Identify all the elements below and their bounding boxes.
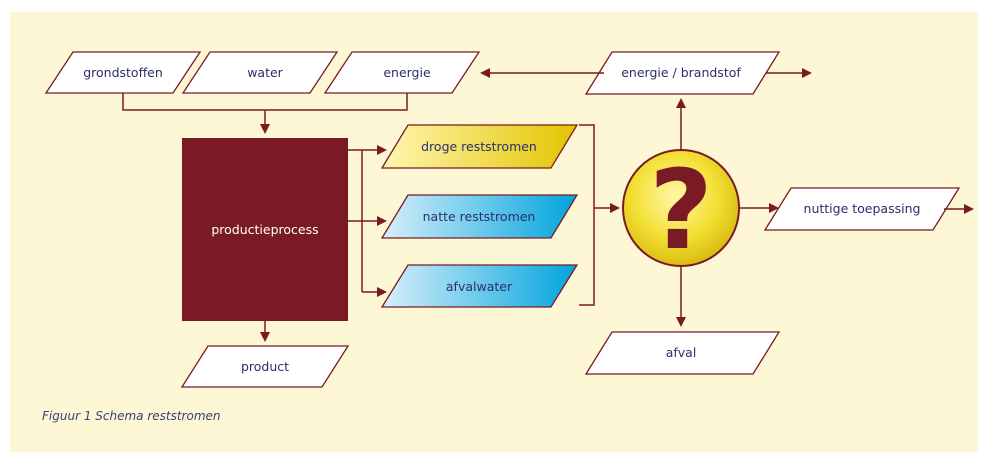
output-afval: afval [584, 331, 781, 375]
output-energie-brandstof: energie / brandstof [584, 51, 781, 95]
label-grondstoffen: grondstoffen [83, 65, 163, 80]
label-product: product [241, 359, 289, 374]
label-afvalwater: afvalwater [446, 279, 513, 294]
input-grondstoffen: grondstoffen [44, 51, 202, 94]
label-afval: afval [666, 345, 697, 360]
question-circle: ? [622, 146, 740, 274]
label-nuttige: nuttige toepassing [804, 201, 921, 216]
question-mark-icon: ? [649, 146, 713, 274]
figure-caption: Figuur 1 Schema reststromen [42, 409, 221, 423]
label-natte: natte reststromen [423, 209, 536, 224]
label-water: water [247, 65, 283, 80]
output-nuttige-toepassing: nuttige toepassing [763, 187, 961, 231]
label-process: productieprocess [211, 222, 318, 237]
stream-afvalwater: afvalwater [380, 264, 579, 308]
label-energie-brandstof: energie / brandstof [621, 65, 741, 80]
inputs-merge-line [122, 93, 408, 111]
stream-droge: droge reststromen [380, 124, 579, 169]
process-box: productieprocess [182, 138, 348, 321]
label-energie: energie [383, 65, 431, 80]
output-product: product [180, 345, 350, 388]
label-droge: droge reststromen [421, 139, 537, 154]
input-water: water [181, 51, 339, 94]
stream-natte: natte reststromen [380, 194, 579, 239]
streams-bracket [579, 124, 595, 306]
input-energie: energie [323, 51, 481, 94]
